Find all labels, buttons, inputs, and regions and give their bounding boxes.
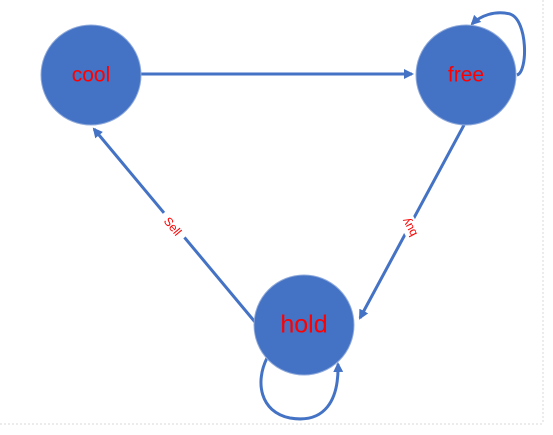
state-node-free-label: free	[448, 64, 484, 87]
state-node-free: free	[415, 24, 517, 126]
state-node-free-circle	[415, 24, 517, 126]
state-node-hold: hold	[253, 274, 355, 376]
state-node-cool: cool	[40, 24, 142, 126]
state-node-hold-circle	[253, 274, 355, 376]
edge-free-self-loop	[470, 11, 526, 77]
edge-label-sell-group: Sell	[155, 209, 189, 245]
edge-hold-self-loop	[259, 357, 344, 421]
edge-label-buy-group: buy	[396, 210, 424, 244]
state-node-cool-circle	[40, 24, 142, 126]
state-node-hold-label: hold	[280, 311, 327, 339]
state-node-cool-label: cool	[72, 64, 111, 87]
